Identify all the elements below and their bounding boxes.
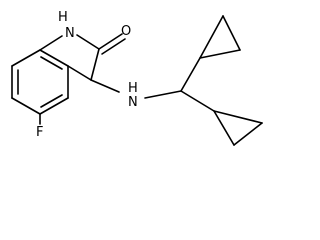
- chemical-structure-diagram: H N O H N F: [11, 10, 263, 146]
- carbonyl-group: [98, 33, 126, 55]
- bond-ch-cyclopropyl-bottom: [180, 90, 215, 112]
- double-bond-c2-o: [101, 38, 126, 55]
- bond-c3-c3a: [67, 65, 92, 81]
- atom-label-h-amine: H: [128, 81, 138, 96]
- bond-c6-c5: [11, 97, 41, 115]
- bond-c3a-c7a: [39, 49, 69, 67]
- double-bond-c5-c4: [40, 94, 63, 108]
- bond-c2-c3: [90, 48, 100, 81]
- atom-label-oxygen: O: [121, 24, 131, 39]
- cyclopropyl-top-bond-1: [199, 49, 241, 59]
- cyclopropyl-bottom-bond-3: [213, 110, 263, 124]
- bond-c5-c4: [39, 97, 69, 115]
- bond-nh-ch: [144, 90, 182, 99]
- double-bond-c3a-c7a: [40, 56, 63, 70]
- bond-ch-cyclopropyl-top: [180, 57, 201, 92]
- atom-label-n-amine: N: [128, 95, 138, 110]
- cyclopropyl-bottom-bond-2: [233, 122, 263, 146]
- amine-linker: [90, 79, 182, 99]
- cyclopropyl-top-bond-2: [222, 15, 241, 51]
- bond-c3-nh: [90, 79, 120, 93]
- bond-c7a-c7: [11, 49, 41, 67]
- atom-label-n-ring: N: [65, 26, 75, 41]
- atom-label-h-ring: H: [58, 10, 68, 25]
- benzene-ring: [11, 49, 69, 115]
- bond-c2-o: [98, 33, 123, 50]
- lactam-ring: [39, 34, 100, 81]
- cyclopropyl-top-bond-3: [199, 15, 224, 59]
- cyclopropyl-top: [199, 15, 241, 59]
- atom-label-fluorine: F: [36, 125, 43, 140]
- cyclopropyl-bottom: [213, 110, 263, 146]
- bond-n1-c2: [76, 34, 100, 50]
- cyclopropyl-bottom-bond-1: [213, 110, 235, 146]
- bond-c7a-n1: [39, 35, 63, 51]
